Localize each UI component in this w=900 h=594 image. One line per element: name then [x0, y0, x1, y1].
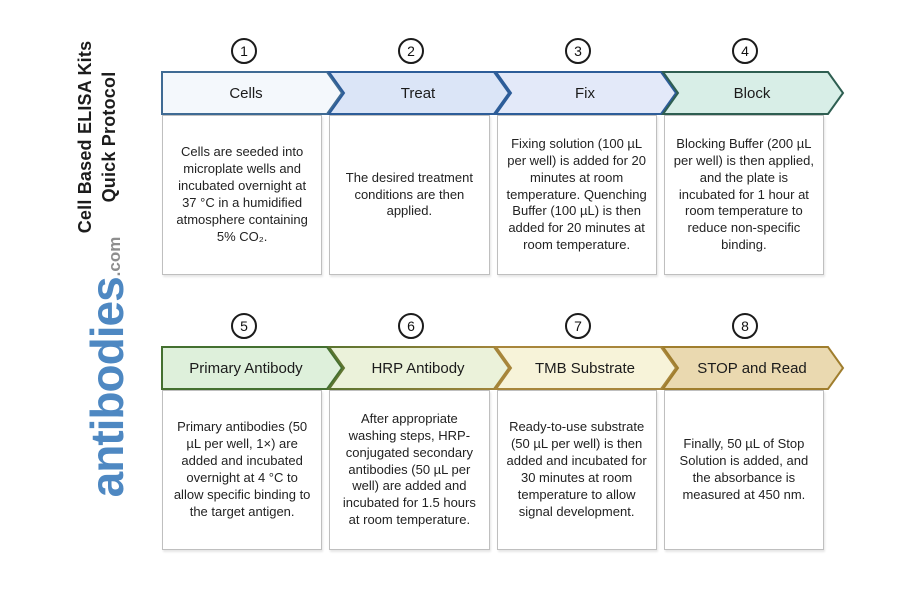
step-description-text: After appropriate washing steps, HRP-con… — [342, 410, 476, 528]
step-description-box: After appropriate washing steps, HRP-con… — [329, 390, 490, 550]
step-number-badge: 6 — [398, 313, 424, 339]
step-description-box: Blocking Buffer (200 µL per well) is the… — [663, 115, 824, 275]
step-arrow-label: Fix — [575, 85, 595, 102]
step-arrow — [327, 346, 511, 390]
brand-name: antibodies — [81, 277, 133, 498]
step-arrow — [327, 71, 511, 115]
step-arrow-label: HRP Antibody — [371, 360, 465, 377]
step-arrow-label: Treat — [401, 85, 436, 102]
step-number-badge: 5 — [231, 313, 257, 339]
step-description-box: The desired treatment conditions are the… — [329, 115, 490, 275]
step-description-text: The desired treatment conditions are the… — [345, 169, 473, 219]
step-arrow-label: Primary Antibody — [189, 360, 303, 377]
step-arrow-label: STOP and Read — [697, 360, 807, 377]
page-title: Cell Based ELISA Kits Quick Protocol — [69, 27, 125, 247]
step-description-box: Ready-to-use substrate (50 µL per well) … — [496, 390, 657, 550]
step-description-row: Primary antibodies (50 µL per well, 1×) … — [162, 390, 824, 550]
step-description-box: Cells are seeded into microplate wells a… — [162, 115, 323, 275]
step-arrow — [661, 346, 845, 390]
step-arrow-label: TMB Substrate — [535, 360, 635, 377]
step-description-box: Finally, 50 µL of Stop Solution is added… — [663, 390, 824, 550]
step-arrow — [494, 71, 678, 115]
step-arrow-label: Cells — [229, 85, 262, 102]
step-arrow-banner: Cells Treat Fix Block — [161, 71, 845, 115]
brand-suffix: .com — [105, 236, 124, 277]
step-number-badge: 1 — [231, 38, 257, 64]
step-number-badge: 2 — [398, 38, 424, 64]
step-description-row: Cells are seeded into microplate wells a… — [162, 115, 824, 275]
step-description-text: Finally, 50 µL of Stop Solution is added… — [679, 436, 809, 502]
step-number-badge: 7 — [565, 313, 591, 339]
step-description-text: Fixing solution (100 µL per well) is add… — [506, 135, 647, 253]
step-description-text: Blocking Buffer (200 µL per well) is the… — [673, 135, 814, 253]
step-description-box: Primary antibodies (50 µL per well, 1×) … — [162, 390, 323, 550]
step-description-box: Fixing solution (100 µL per well) is add… — [496, 115, 657, 275]
step-description-text: Cells are seeded into microplate wells a… — [176, 144, 308, 244]
step-number-badge: 3 — [565, 38, 591, 64]
step-arrow-banner: Primary Antibody HRP Antibody TMB Substrat… — [161, 346, 845, 390]
step-description-text: Primary antibodies (50 µL per well, 1×) … — [173, 419, 311, 519]
page-title-line2: Quick Protocol — [99, 71, 119, 203]
step-number-badge: 8 — [732, 313, 758, 339]
step-arrow — [161, 71, 344, 115]
step-arrow — [494, 346, 678, 390]
step-arrow — [661, 71, 845, 115]
step-description-text: Ready-to-use substrate (50 µL per well) … — [506, 419, 647, 519]
step-arrow-label: Block — [734, 85, 771, 102]
brand-logo: antibodies .com — [54, 235, 133, 499]
step-arrow — [161, 346, 344, 390]
page-title-line1: Cell Based ELISA Kits — [74, 40, 95, 234]
step-number-badge: 4 — [732, 38, 758, 64]
